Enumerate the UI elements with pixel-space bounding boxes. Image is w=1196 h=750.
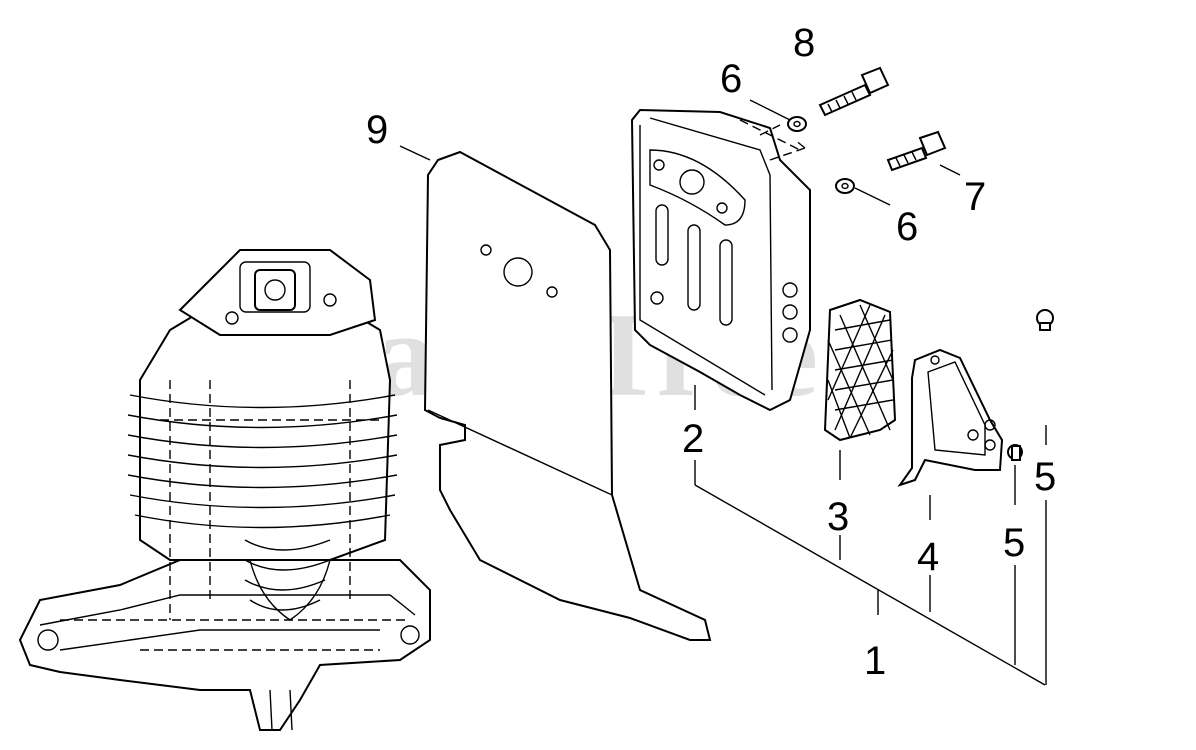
engine-cylinder-block [18,249,431,731]
bolt-short [886,130,947,172]
callout-9: 9 [366,108,388,152]
callout-6a: 6 [720,57,742,101]
callout-7: 7 [964,175,986,219]
leader-lines [399,99,1047,686]
callout-6b: 6 [896,205,918,249]
callout-3: 3 [827,495,849,539]
bolt-long [818,66,890,117]
plug-screws [1007,309,1054,461]
washers [787,116,855,194]
muffler-body [630,108,811,412]
callout-2: 2 [682,417,704,461]
callout-1: 1 [864,639,886,683]
muffler-cover [897,348,1004,487]
spark-arrestor-screen [823,298,897,442]
callout-5a: 5 [1034,455,1056,499]
callout-4: 4 [917,535,939,579]
callout-8: 8 [793,21,815,65]
heat-shield-plate [423,150,712,641]
callout-5b: 5 [1003,521,1025,565]
